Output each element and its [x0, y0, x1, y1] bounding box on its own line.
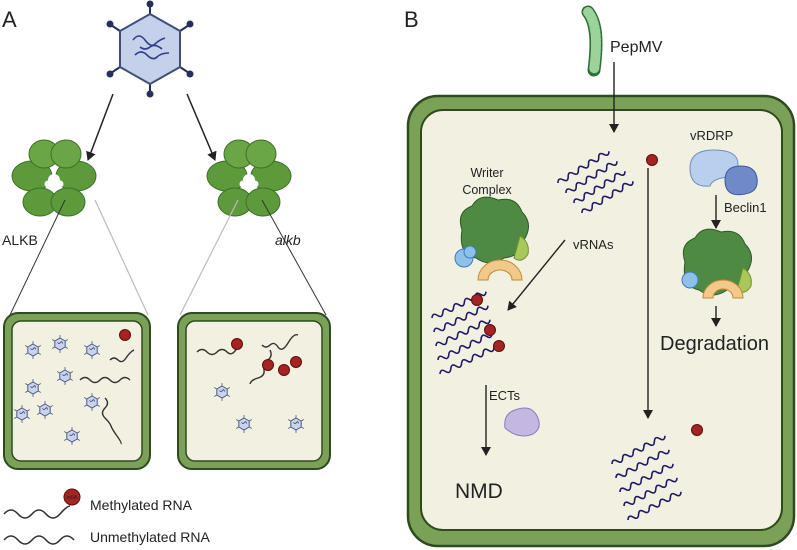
vrna-cluster-replicated	[610, 424, 703, 524]
panel-a-label: A	[2, 7, 17, 32]
nmd-label: NMD	[455, 480, 503, 503]
alkb-mutant-cell	[177, 312, 331, 470]
alkb-label: ALKB	[2, 232, 38, 248]
zoom-line	[179, 199, 239, 316]
virion-icon	[106, 0, 194, 98]
writer-complex-label-line2: Complex	[462, 183, 512, 197]
plant-icon-alkb	[11, 139, 97, 217]
arrow-to-alkb-mutant-plant	[186, 93, 217, 161]
degradation-label: Degradation	[660, 333, 769, 355]
panel-b-label: B	[404, 7, 419, 32]
degradation-complex-icon	[681, 228, 752, 299]
pepmv-label: PepMV	[610, 39, 663, 56]
vrdrp-beclin-complex-icon	[689, 149, 758, 196]
ects-protein-icon	[504, 407, 540, 437]
legend-methylated: m6A Methylated RNA	[3, 488, 193, 519]
pepmv-virus-icon	[581, 5, 603, 77]
plant-icon-alkb-mutant	[206, 139, 292, 217]
zoom-line	[261, 199, 327, 316]
vrna-cluster-central	[555, 148, 658, 216]
alkb-cell	[3, 312, 151, 470]
methyl-mark: m6A	[67, 495, 78, 501]
vrdrp-label: vRDRP	[690, 128, 733, 143]
vrnas-label: vRNAs	[573, 237, 614, 252]
arrow-to-alkb-plant	[86, 93, 114, 161]
zoom-line	[9, 199, 66, 316]
legend-unmethylated: Unmethylated RNA	[3, 529, 210, 545]
writer-complex-label-line1: Writer	[470, 166, 503, 180]
legend-unmethylated-label: Unmethylated RNA	[90, 529, 210, 545]
zoom-line	[94, 199, 149, 316]
arrow-to-methylated-vrnas	[507, 239, 566, 311]
legend-methylated-label: Methylated RNA	[90, 497, 193, 513]
beclin1-label: Beclin1	[724, 200, 767, 215]
writer-complex-icon	[454, 196, 529, 281]
vrna-cluster-methylated	[430, 288, 505, 378]
ects-label: ECTs	[489, 388, 521, 403]
